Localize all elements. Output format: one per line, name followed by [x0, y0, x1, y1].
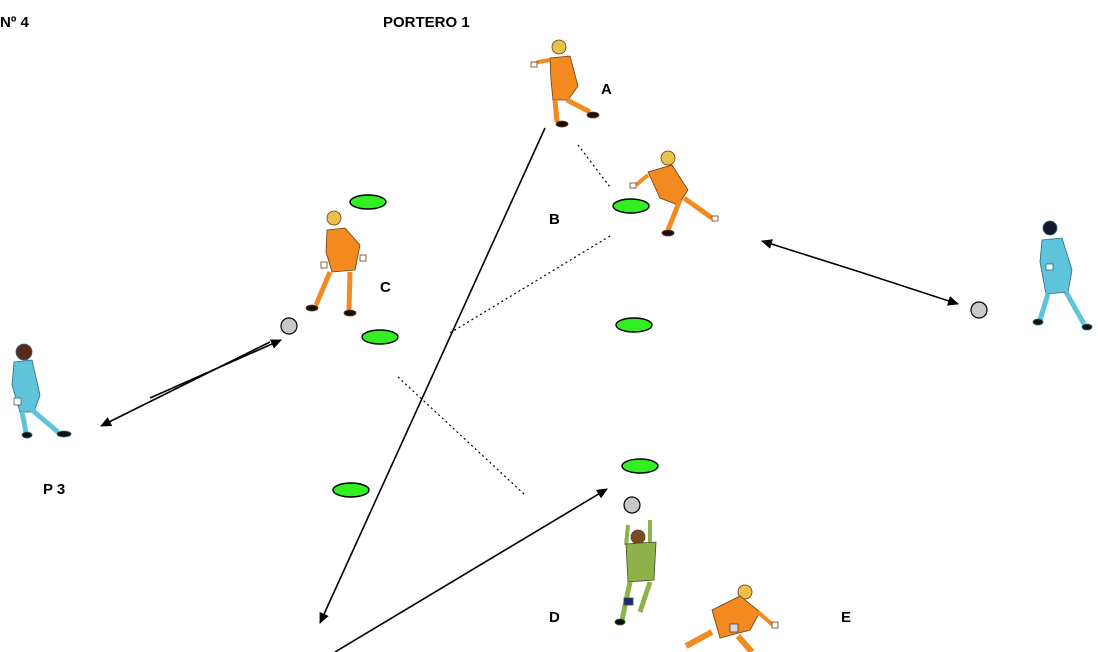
ball-icon — [280, 317, 298, 335]
cone-5 — [332, 482, 370, 498]
goalkeeper-e-icon — [684, 584, 779, 652]
cone-6 — [621, 458, 659, 474]
title-center: PORTERO 1 — [383, 14, 470, 31]
player-p3-icon — [11, 343, 72, 439]
label-a: A — [601, 81, 612, 98]
arrow-to-b — [761, 239, 861, 273]
ball-icon — [623, 496, 641, 514]
dotted-a-to-b — [577, 144, 611, 188]
title-left: Nº 4 — [0, 14, 29, 31]
goalkeeper-b-icon — [629, 150, 719, 237]
label-d: D — [549, 609, 560, 626]
balls — [280, 301, 988, 514]
pass-arrows — [100, 127, 959, 652]
arrow-bottom-to-d — [334, 488, 608, 652]
goalkeeper-a-icon — [530, 39, 600, 128]
arrow-a-to-bottom — [319, 127, 546, 624]
label-c: C — [380, 279, 391, 296]
cones — [332, 194, 659, 498]
ball-icon — [970, 301, 988, 319]
goalkeeper-d-icon — [614, 520, 657, 626]
goalkeeper-c-icon — [305, 210, 367, 317]
arrow-to-right-ball — [859, 271, 959, 306]
dotted-c-to-d — [397, 376, 525, 495]
cone-1 — [349, 194, 387, 210]
label-b: B — [549, 211, 560, 228]
dotted-b-to-c — [449, 235, 611, 334]
cone-4 — [615, 317, 653, 333]
player-right-icon — [1032, 220, 1093, 331]
label-e: E — [841, 609, 851, 626]
label-p3: P 3 — [43, 481, 65, 498]
cone-2 — [612, 198, 650, 214]
arrow-ball-to-p3 — [100, 341, 271, 427]
movement-lines — [397, 144, 611, 495]
cone-3 — [361, 329, 399, 345]
